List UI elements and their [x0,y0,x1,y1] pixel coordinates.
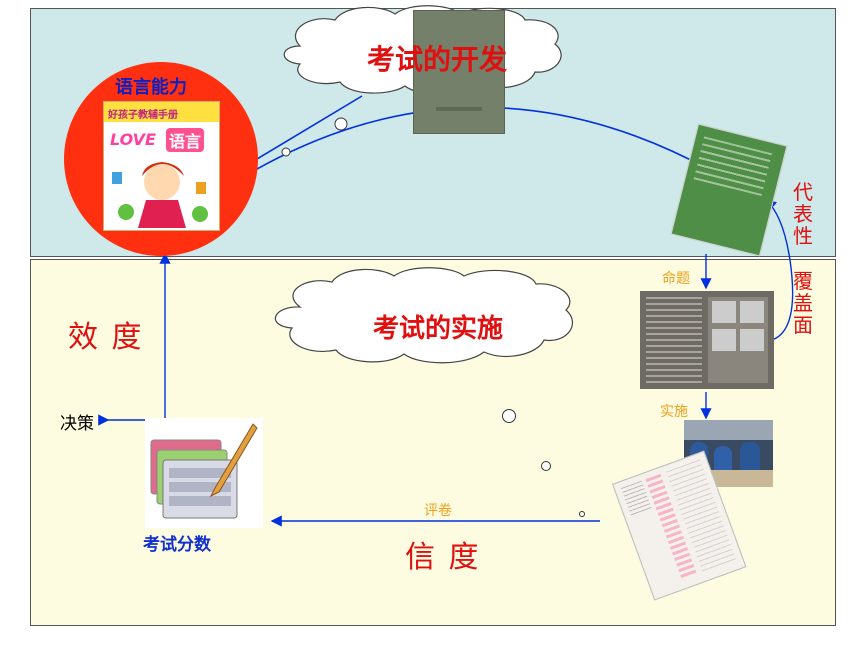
thought-bubble-medium [281,147,291,157]
validity-label: 效 度 [68,320,144,355]
book-cover-love: LOVE [110,130,156,149]
development-title: 考试的开发 [367,43,508,76]
administration-title: 考试的实施 [373,314,504,344]
bottom-cloud-shape [274,267,573,364]
representativeness-label: 代表性 [793,180,813,248]
bottom-bubble-medium [541,461,551,471]
children-book-cover: 好孩子教辅手册 LOVE 语言 [103,101,220,231]
bottom-bubble-large [502,409,516,423]
thought-bubble-large [334,117,348,131]
scoring-label: 评卷 [424,503,452,519]
decision-label: 决策 [60,414,94,434]
green-manual-photo [413,10,505,134]
cartoon-girl-icon [112,162,208,228]
administration-label: 实施 [660,404,688,420]
language-ability-label: 语言能力 [115,77,187,98]
test-score-icon [145,418,263,528]
bottom-bubble-small [579,511,585,517]
test-scores-label: 考试分数 [143,535,211,555]
book-cover-language: 语言 [166,128,205,152]
book-cover-title: 好孩子教辅手册 [108,110,178,121]
reliability-label: 信 度 [405,540,481,575]
side-arc [764,199,794,341]
exam-paper-photo [640,291,774,389]
item-writing-label: 命题 [662,271,690,287]
coverage-label: 覆盖面 [793,269,813,337]
